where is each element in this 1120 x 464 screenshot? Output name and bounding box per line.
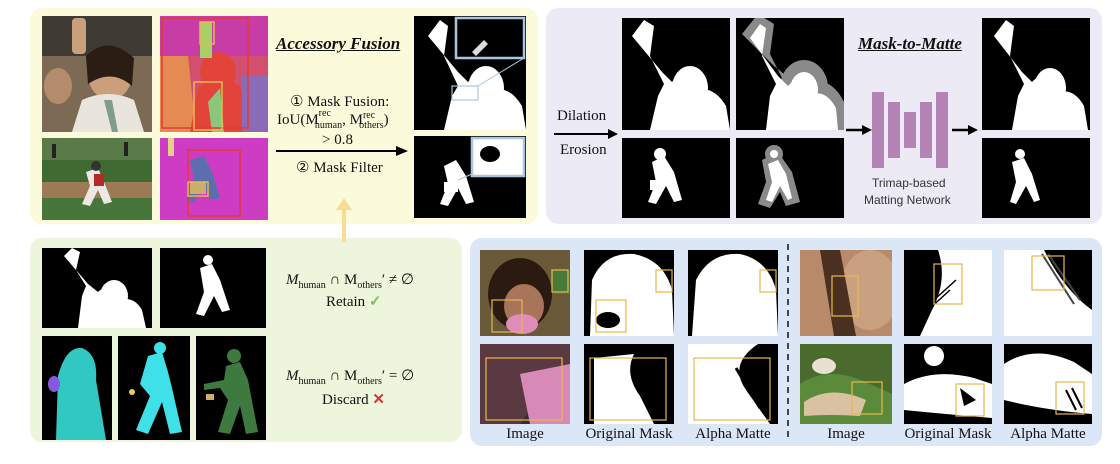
others-mask-3 xyxy=(196,336,266,440)
hair-alpha-matte xyxy=(688,344,778,424)
iou-formula: IoU(Mrechuman, Mrecothers) xyxy=(277,108,389,131)
caption-original-mask-left: Original Mask xyxy=(585,426,673,442)
caption-image-left: Image xyxy=(506,426,544,442)
caption-alpha-matte-left: Alpha Matte xyxy=(695,426,771,442)
arrow-to-network xyxy=(846,125,872,135)
accessory-fusion-title: Accessory Fusion xyxy=(276,34,401,53)
trimap-2 xyxy=(736,138,844,218)
comparison-panel xyxy=(470,238,1102,446)
baseball-segmentation xyxy=(160,138,268,220)
trimap-1 xyxy=(736,18,844,130)
hair-original-mask xyxy=(584,344,674,424)
human-mask-1 xyxy=(42,248,152,328)
iou-threshold: > 0.8 xyxy=(322,132,353,148)
arrow-to-matte xyxy=(952,125,978,135)
dilation-arrow xyxy=(554,129,618,139)
fused-mask-1 xyxy=(414,16,526,130)
baseball-photo xyxy=(42,138,152,220)
matting-network-icon xyxy=(872,92,948,168)
filter-up-arrow xyxy=(336,198,352,242)
hand-photo xyxy=(800,344,892,424)
hair-photo xyxy=(480,344,570,424)
party-photo xyxy=(42,16,152,132)
caption-alpha-matte-right: Alpha Matte xyxy=(1010,426,1086,442)
network-label-line1: Trimap-based xyxy=(872,176,946,190)
fusion-arrow xyxy=(276,146,408,156)
others-mask-1 xyxy=(42,336,112,440)
discard-cross-icon: ✕ xyxy=(372,392,385,408)
face-photo xyxy=(800,250,892,336)
retain-label: Retain ✓ xyxy=(326,294,382,310)
human-mask-2 xyxy=(160,248,266,328)
retain-formula: Mhuman ∩ Mothers′ ≠ ∅ xyxy=(286,272,414,291)
hand-alpha-matte xyxy=(1004,344,1092,424)
comparison-divider xyxy=(787,244,789,440)
party-segmentation xyxy=(160,16,268,132)
alpha-matte-2 xyxy=(982,138,1090,218)
caption-original-mask-right: Original Mask xyxy=(904,426,992,442)
girl-alpha-matte xyxy=(688,250,778,336)
dilated-mask-2 xyxy=(622,138,730,218)
mask-fusion-label: ① Mask Fusion: xyxy=(290,94,390,110)
erosion-label: Erosion xyxy=(560,142,607,158)
mask-to-matte-title: Mask-to-Matte xyxy=(858,34,962,53)
face-original-mask xyxy=(904,250,992,336)
network-label-line2: Matting Network xyxy=(864,193,951,207)
girl-original-mask xyxy=(584,250,674,336)
girl-photo xyxy=(480,250,570,336)
fused-mask-2 xyxy=(414,136,526,218)
alpha-matte-1 xyxy=(982,18,1090,130)
others-mask-2 xyxy=(118,336,190,440)
discard-label: Discard ✕ xyxy=(322,392,385,408)
face-alpha-matte xyxy=(1004,250,1092,336)
hand-original-mask xyxy=(904,344,992,424)
caption-image-right: Image xyxy=(827,426,865,442)
mask-filter-label: ② Mask Filter xyxy=(296,160,383,176)
dilated-mask-1 xyxy=(622,18,730,130)
discard-formula: Mhuman ∩ Mothers′ = ∅ xyxy=(286,368,415,387)
retain-check-icon: ✓ xyxy=(368,294,382,310)
dilation-label: Dilation xyxy=(557,108,607,124)
